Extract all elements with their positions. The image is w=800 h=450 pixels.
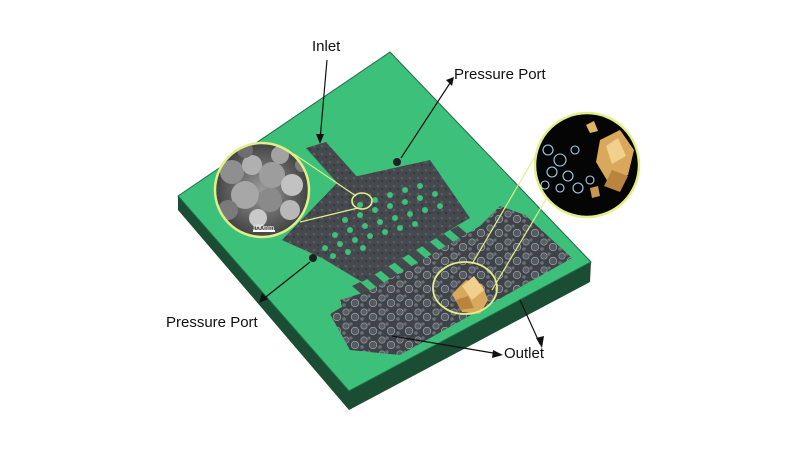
scale-bar bbox=[253, 230, 275, 232]
inlet-label: Inlet bbox=[312, 38, 341, 55]
outlet-channel bbox=[340, 292, 372, 320]
pressure-port-bottom-hole bbox=[309, 254, 317, 262]
pressure-port-top-label: Pressure Port bbox=[454, 66, 546, 83]
outlet-label: Outlet bbox=[504, 345, 545, 362]
pressure-port-bottom-label: Pressure Port bbox=[166, 314, 258, 331]
zoom-region-lower bbox=[432, 261, 498, 315]
lower-chamber bbox=[330, 206, 572, 355]
pressure-port-top-hole bbox=[393, 158, 401, 166]
sem-inset bbox=[213, 141, 311, 239]
upper-chamber bbox=[282, 160, 470, 282]
zoom-region-upper bbox=[351, 192, 373, 210]
crystal-aggregate bbox=[452, 276, 488, 314]
annotation-arrows bbox=[259, 59, 544, 358]
particle-inset bbox=[533, 111, 641, 219]
scale-bar-label: 100nm bbox=[252, 223, 275, 232]
inlet-channel bbox=[306, 142, 360, 186]
pillar-array bbox=[315, 183, 443, 263]
board-side bbox=[178, 196, 591, 410]
